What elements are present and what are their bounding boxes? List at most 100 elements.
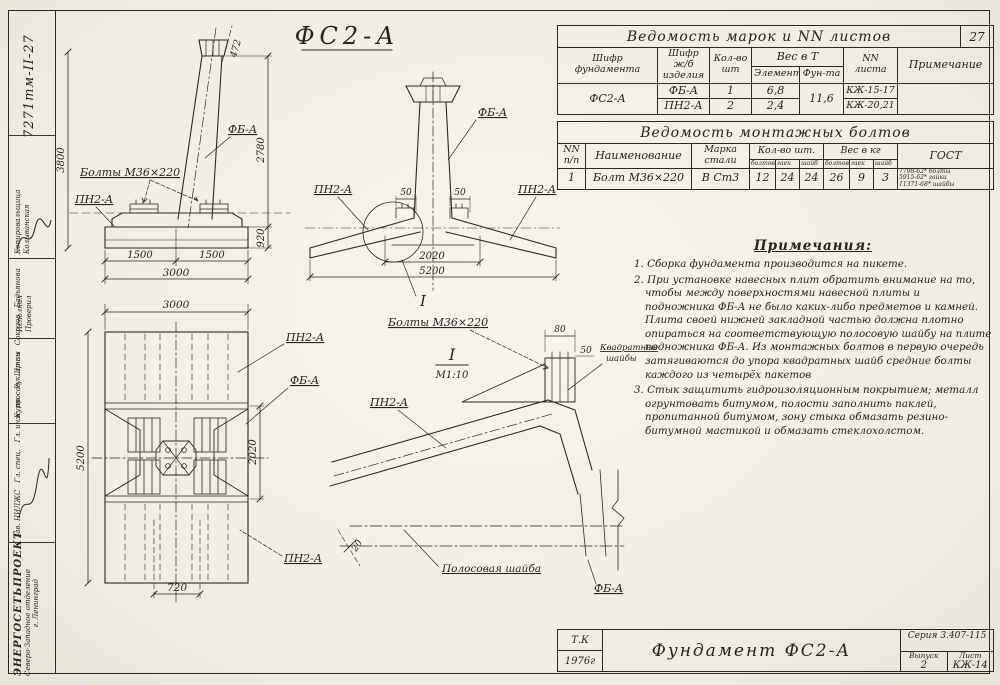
table-row: ПН2-А 2 2,4 КЖ-20,21 (558, 98, 994, 116)
dim-50-right: 50 (454, 188, 466, 198)
weight-nuts: 9 (849, 167, 875, 190)
qty: 2 (709, 98, 752, 116)
title-block: Т.К 1976г Фундамент ФС2-А Серия 3.407-11… (557, 629, 994, 672)
label-fb-side: ФБ-А (478, 106, 507, 119)
dim-20: 20 (350, 538, 365, 554)
dim-472: 472 (228, 38, 244, 59)
label-pn-detail: ПН2-А (369, 396, 408, 409)
dim-side-5200: 5200 (419, 266, 445, 277)
gost-line: 11371-68* шайбы (899, 181, 955, 189)
signature-scribble (18, 457, 50, 519)
org-city: г. Ленинград (32, 579, 40, 628)
col-header: Наименование (585, 143, 692, 169)
header-row: Шифр фундамента Шифр ж/б изделия Кол-во … (557, 47, 994, 84)
label-fb-detail: ФБ-А (594, 582, 623, 595)
dim-2780: 2780 (256, 137, 267, 164)
label-bolts-front: Болты М36×220 (79, 166, 180, 179)
row-number: 1 (557, 167, 586, 190)
label-pn-plan-top: ПН2-А (285, 331, 324, 344)
note-item: 1. Сборка фундамента производится на пик… (634, 258, 908, 270)
stamp-year: 1976г (564, 655, 596, 667)
issue-cell: Выпуск 2 (901, 650, 948, 671)
name-label: Бадьянова (14, 268, 22, 308)
label-square-washers-2: шайбы (606, 353, 637, 364)
col-header: Шифр ж/б изделия (657, 47, 710, 84)
issue-sheet-row: Выпуск 2 Лист КЖ-14 (901, 650, 994, 671)
bolts-table: NN п/п Наименование Марка стали Кол-во ш… (557, 143, 994, 190)
dim-80: 80 (554, 325, 566, 335)
item-code: ФБ-А (657, 82, 710, 100)
role-label: Проверил (25, 295, 34, 332)
sub-header: шайб (798, 159, 825, 169)
header-row: болтов гаек шайб болтов гаек шайб (558, 159, 994, 169)
dim-50-detail: 50 (580, 346, 592, 356)
sub-header: болтов (749, 159, 776, 169)
foundation-drawing: ФС2-А 472 1500 1500 3000 (56, 22, 658, 603)
marks-table-title: Ведомость марок и NN листов (626, 29, 892, 45)
col-header: Вес в Т (751, 47, 844, 67)
sheet-ref: КЖ-15-17 (843, 82, 898, 100)
col-header: Фун-та (799, 65, 844, 84)
note-item: 3. Стык защитить гидроизоляционным покры… (634, 384, 979, 437)
header-row: NN п/п Наименование Марка стали Кол-во ш… (557, 143, 994, 169)
gost-line: 5915-62* гайки (899, 174, 947, 182)
series-cell: Серия 3.407-115 (901, 630, 993, 652)
document-number: 7271тм-II-27 (22, 34, 37, 138)
marks-table: Шифр фундамента Шифр ж/б изделия Кол-во … (557, 47, 994, 116)
role-label: Рук. гр-пы (14, 351, 22, 390)
dim-1500-right: 1500 (199, 250, 225, 261)
note-item: 2. При установке навесных плит обратить … (634, 273, 992, 381)
gost-cell: 7798-62* болты 5915-62* гайки 11371-68* … (897, 167, 994, 190)
organization-block: ЭНЕРГОСЕТЬПРОЕКТ Северо-Западное отделен… (13, 531, 40, 676)
table-row: ФС2-А ФБ-А 1 6,8 11,6 КЖ-15-17 (557, 82, 994, 116)
col-header: ГОСТ (897, 143, 994, 169)
item-code: ПН2-А (657, 98, 710, 116)
note-cell (897, 82, 994, 116)
drawing-title: ФС2-А (295, 22, 400, 50)
marks-table-title-row: Ведомость марок и NN листов 27 (557, 25, 994, 47)
label-pn-side-left: ПН2-А (313, 183, 352, 196)
org-branch: Северо-Западное отделение (24, 569, 32, 676)
schedules-area: Ведомость марок и NN листов 27 Шифр фунд… (557, 25, 994, 190)
detail-view: I М1:10 80 50 Квадратные шайбы Болты М (329, 316, 658, 595)
qty: 1 (709, 82, 752, 100)
strip-divider (8, 423, 55, 424)
plan-view: 3000 5200 2020 720 ПН2-А ФБ-А ПН2-А (76, 299, 324, 603)
drawing-name: Фундамент ФС2-А (651, 640, 852, 661)
detail-mark: I (448, 345, 456, 364)
table-row: 1 Болт М36×220 В Ст3 12 24 24 26 9 3 779… (557, 167, 994, 190)
series-box: Серия 3.407-115 Выпуск 2 Лист КЖ-14 (900, 630, 993, 671)
side-elevation-view: 50 50 I 2020 5200 ФБ-А ПН2-А ПН2-А (304, 71, 561, 310)
sub-header: шайб (873, 159, 899, 169)
gost-line: 7798-62* болты (899, 168, 951, 175)
label-strip-washer: Полосовая шайба (441, 563, 541, 575)
issue-label: Выпуск (909, 650, 939, 660)
col-header: Элемента (751, 65, 800, 84)
weight-foundation: 11,6 (799, 82, 844, 116)
sub-header: гаек (849, 159, 875, 169)
strip-divider (8, 542, 55, 543)
dim-side-2020: 2020 (418, 251, 445, 262)
dim-720: 720 (167, 582, 187, 594)
name-label: Соколов (14, 314, 22, 346)
dim-50-left: 50 (400, 188, 412, 198)
bolts-table-title-row: Ведомость монтажных болтов (557, 121, 994, 144)
label-pn-front: ПН2-А (74, 193, 113, 206)
sheet-cell: Лист КЖ-14 (948, 651, 994, 671)
qty-washers: 24 (798, 167, 825, 190)
label-fb-plan: ФБ-А (290, 374, 319, 387)
front-elevation-view: 472 1500 1500 3000 2780 920 380 (56, 25, 291, 285)
left-stamp-strip: 7271тм-II-27 Копировальщица Колыванская … (8, 10, 56, 676)
col-header: Кол-во шт. (748, 143, 825, 161)
sub-header: гаек (775, 159, 800, 169)
dim-plan-5200: 5200 (76, 445, 87, 471)
sub-header: болтов (823, 159, 851, 169)
detail-scale: М1:10 (435, 370, 469, 381)
strip-divider (8, 135, 55, 136)
col-header: Шифр фундамента (557, 47, 658, 84)
col-header: Вес в кг (823, 143, 899, 161)
label-pn-side-right: ПН2-А (517, 183, 556, 196)
label-fb-front: ФБ-А (228, 123, 257, 136)
header-row: Элемента Фун-та (558, 65, 994, 84)
series-value: 3.407-115 (940, 631, 987, 641)
